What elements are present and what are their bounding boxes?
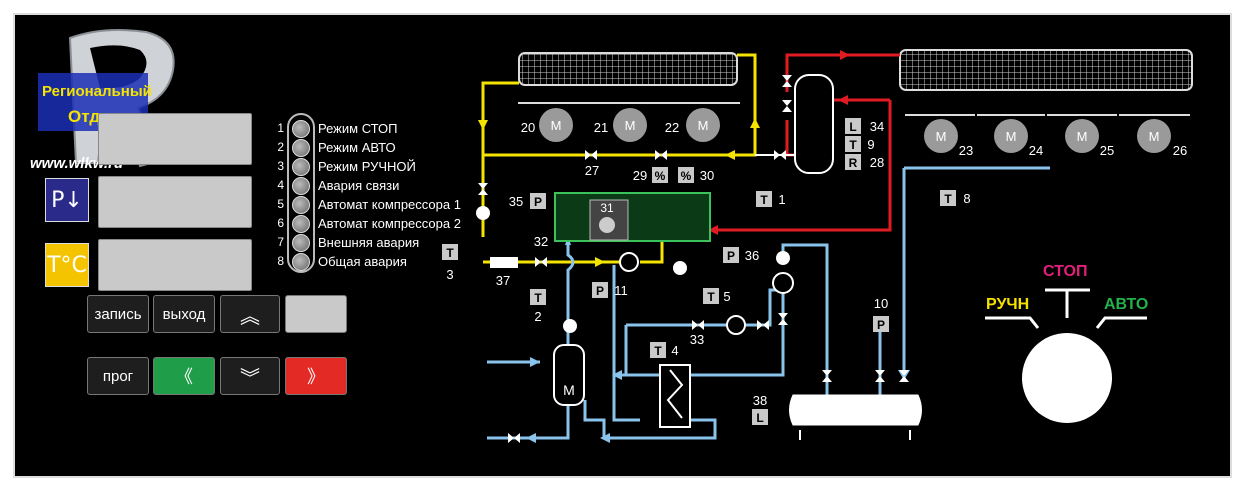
company-logo: Региональный Отдел www.wlkw.ru [28,18,188,183]
indicator-label: Автомат компрессора 1 [318,197,461,212]
left-button[interactable]: 《 [153,357,215,395]
display-2 [98,176,252,228]
svg-text:Региональный: Региональный [42,83,152,100]
up-button[interactable]: ︽ [220,295,280,333]
indicator-label: Автомат компрессора 2 [318,216,461,231]
indicator-num: 3 [277,159,284,173]
indicator-label: Авария связи [318,178,400,193]
display-3 [98,239,252,291]
indicator-num: 1 [277,121,284,135]
right-button[interactable]: 》 [285,357,347,395]
indicator-lamp-7 [292,234,310,252]
indicator-label: Внешняя авария [318,235,420,250]
indicator-label: Режим АВТО [318,140,396,155]
program-button[interactable]: прог [87,357,149,395]
selector-stop-label: СТОП [1043,263,1088,280]
selector-auto-label: АВТО [1104,296,1149,313]
indicator-lamp-2 [292,139,310,157]
indicator-num: 7 [277,235,284,249]
indicator-num: 2 [277,140,284,154]
display-1 [98,113,252,165]
indicator-column [287,113,315,273]
indicator-lamp-4 [292,177,310,195]
value-display [285,295,347,333]
indicator-lamp-3 [292,158,310,176]
indicator-lamp-1 [292,120,310,138]
indicator-num: 8 [277,254,284,268]
thermometer-icon: T°C [45,243,89,287]
indicator-num: 4 [277,178,284,192]
indicator-lamp-6 [292,215,310,233]
indicator-lamp-5 [292,196,310,214]
selector-manual-label: РУЧН [986,296,1030,313]
indicator-label: Режим СТОП [318,121,398,136]
down-button[interactable]: ︾ [220,357,280,395]
exit-button[interactable]: выход [153,295,215,333]
indicator-num: 5 [277,197,284,211]
indicator-label: Общая авария [318,254,407,269]
indicator-label: Режим РУЧНОЙ [318,159,416,174]
indicator-num: 6 [277,216,284,230]
pressure-icon: P↓ [45,178,89,222]
record-button[interactable]: запись [87,295,149,333]
indicator-lamp-8 [292,253,310,271]
